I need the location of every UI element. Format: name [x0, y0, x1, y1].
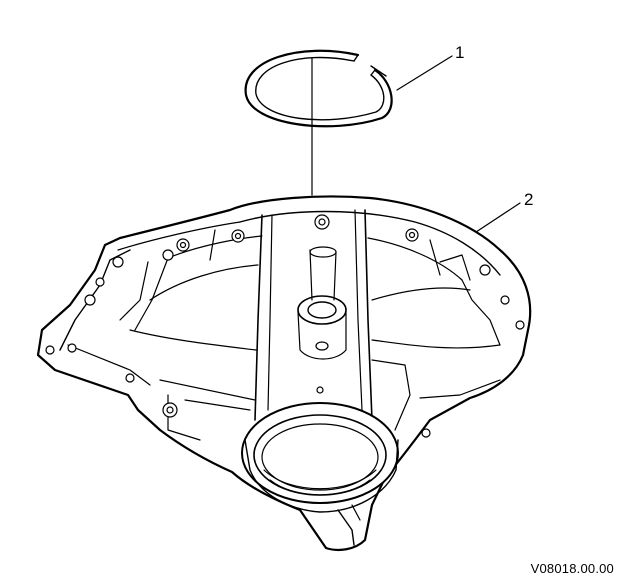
leader-line-2	[469, 202, 521, 237]
bolt-holes	[45, 214, 525, 438]
front-bore-outer	[241, 402, 399, 504]
figure-id: V08018.00.00	[530, 561, 614, 576]
callout-label-2: 2	[524, 190, 534, 209]
leader-lines	[311, 55, 521, 237]
callout-label-1: 1	[455, 43, 465, 62]
leader-line-1	[396, 55, 453, 91]
snap-ring	[244, 49, 393, 128]
case-housing	[36, 195, 532, 551]
center-boss	[297, 295, 347, 325]
